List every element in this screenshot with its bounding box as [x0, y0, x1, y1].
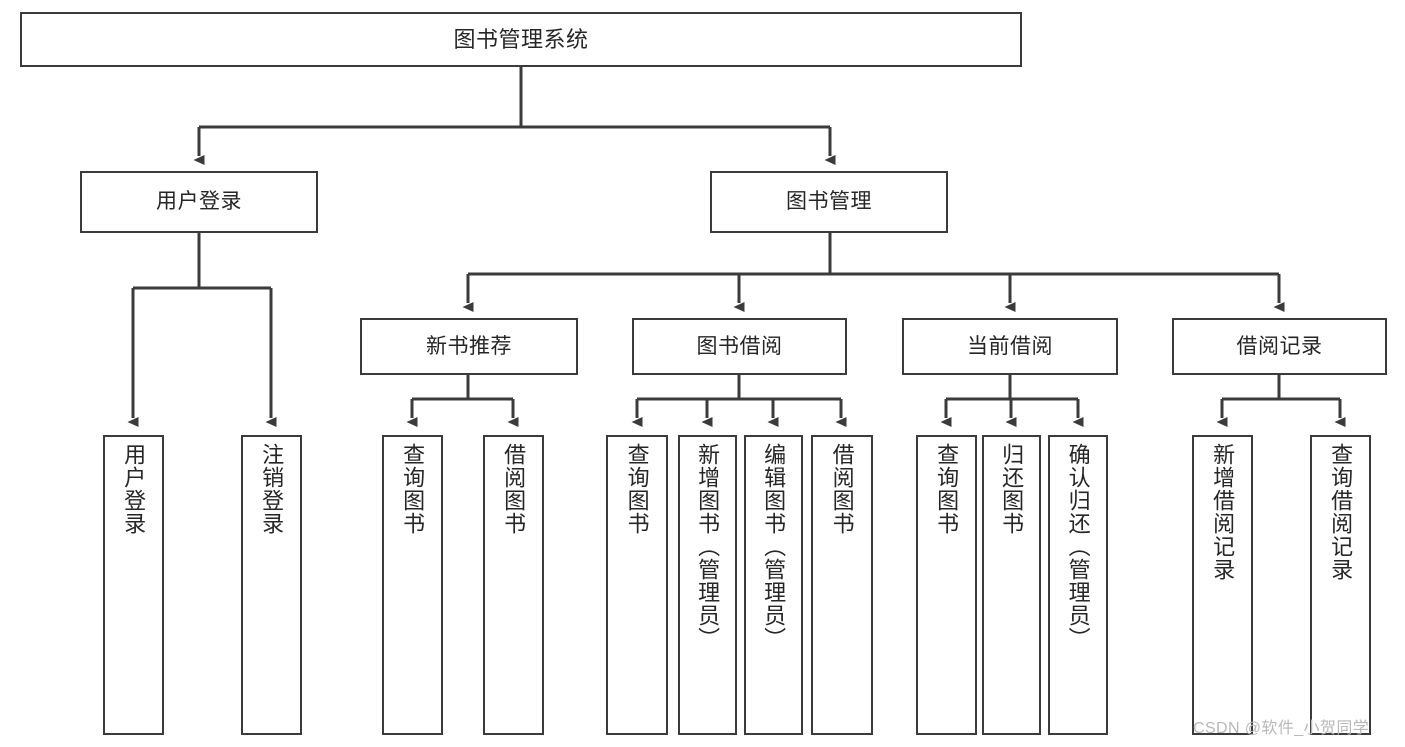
- node-label: 新增借阅记录: [1210, 443, 1236, 581]
- leaf-user-login[interactable]: 用户登录: [103, 435, 164, 735]
- node-current-borrow[interactable]: 当前借阅: [902, 318, 1118, 375]
- node-user-login[interactable]: 用户登录: [80, 171, 318, 233]
- node-label: 注销登录: [259, 443, 285, 535]
- leaf-query-book-borrow[interactable]: 查询图书: [606, 435, 668, 735]
- node-label: 查询图书: [400, 443, 426, 535]
- node-label: 图书借阅: [696, 334, 783, 358]
- csdn-watermark: CSDN @软件_小贺同学: [1193, 720, 1370, 737]
- leaf-logout-login[interactable]: 注销登录: [241, 435, 302, 735]
- node-borrow-record[interactable]: 借阅记录: [1172, 318, 1387, 375]
- node-label: 归还图书: [999, 443, 1025, 535]
- node-label: 借阅记录: [1236, 334, 1323, 358]
- node-label: 新增图书（管理员）: [695, 443, 721, 650]
- node-label: 图书管理系统: [453, 26, 589, 52]
- node-root-book-management-system[interactable]: 图书管理系统: [20, 12, 1022, 67]
- leaf-borrow-book-recommend[interactable]: 借阅图书: [483, 435, 544, 735]
- leaf-add-book-admin[interactable]: 新增图书（管理员）: [678, 435, 737, 735]
- node-label: 查询借阅记录: [1328, 443, 1354, 581]
- node-label: 当前借阅: [967, 334, 1053, 358]
- node-new-book-recommend[interactable]: 新书推荐: [360, 318, 578, 375]
- node-label: 查询图书: [624, 443, 650, 535]
- node-label: 确认归还（管理员）: [1065, 443, 1091, 650]
- node-label: 编辑图书（管理员）: [761, 443, 787, 650]
- node-book-management[interactable]: 图书管理: [710, 171, 948, 233]
- leaf-query-book-recommend[interactable]: 查询图书: [382, 435, 443, 735]
- node-label: 图书管理: [786, 190, 872, 214]
- node-label: 用户登录: [156, 190, 242, 214]
- leaf-edit-book-admin[interactable]: 编辑图书（管理员）: [744, 435, 803, 735]
- node-label: 借阅图书: [501, 443, 527, 535]
- leaf-query-borrow-record[interactable]: 查询借阅记录: [1310, 435, 1371, 735]
- leaf-confirm-return-admin[interactable]: 确认归还（管理员）: [1048, 435, 1108, 735]
- node-book-borrow[interactable]: 图书借阅: [632, 318, 847, 375]
- node-label: 借阅图书: [829, 443, 855, 535]
- node-label: 新书推荐: [426, 334, 512, 358]
- node-label: 用户登录: [121, 443, 147, 535]
- leaf-add-borrow-record[interactable]: 新增借阅记录: [1192, 435, 1253, 735]
- leaf-return-book[interactable]: 归还图书: [982, 435, 1041, 735]
- leaf-borrow-book-borrow[interactable]: 借阅图书: [811, 435, 873, 735]
- node-label: 查询图书: [934, 443, 960, 535]
- leaf-query-book-current[interactable]: 查询图书: [916, 435, 977, 735]
